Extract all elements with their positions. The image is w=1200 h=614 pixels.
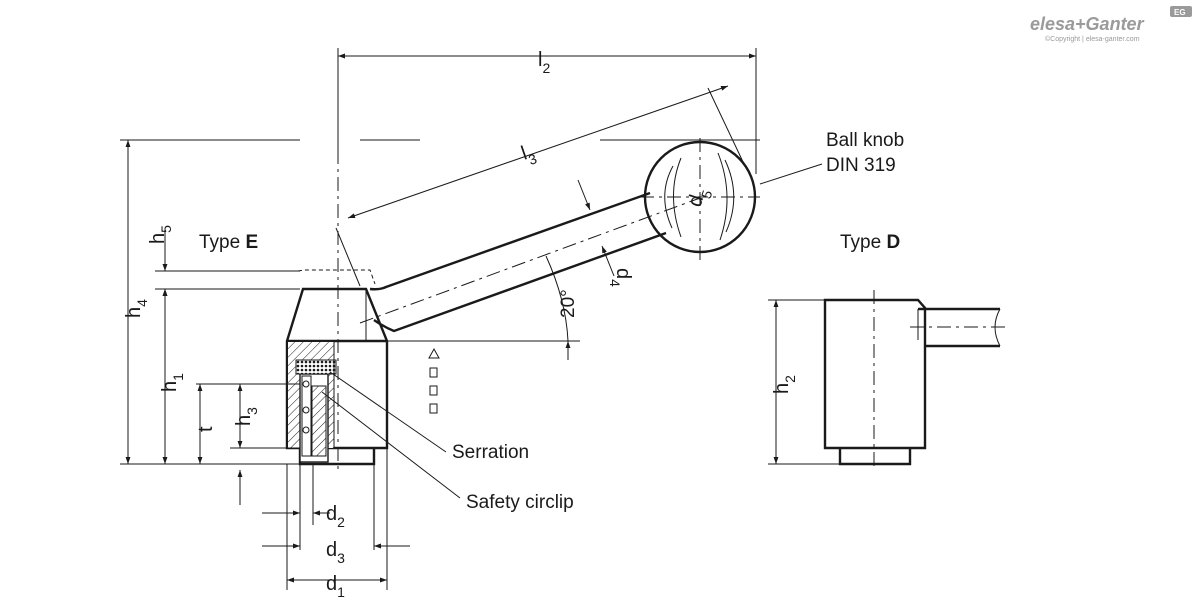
adjust-symbols [428,347,440,414]
svg-text:Safety circlip: Safety circlip [466,492,574,513]
brand-name: elesa+Ganter [1030,14,1145,34]
svg-text:h4: h4 [123,299,150,318]
brand-badge-text: EG [1174,8,1186,17]
type-e-body [285,269,389,466]
brand-copyright: ©Copyright | elesa-ganter.com [1045,35,1140,43]
dimension-l3: l3 [335,85,745,287]
svg-text:h2: h2 [771,375,798,394]
svg-text:l3: l3 [518,140,539,170]
svg-text:d3: d3 [326,539,345,566]
svg-text:h3: h3 [233,407,260,426]
svg-text:d1: d1 [326,573,345,600]
dimension-h5: h5 [147,225,300,310]
ball-knob-callout: Ball knob DIN 319 [759,130,904,185]
svg-text:t: t [195,426,217,432]
type-d-label: Type D [840,232,900,253]
dimension-l2: l2 [338,48,757,174]
safety-circlip-callout: Safety circlip [321,391,574,513]
dimension-d5: d5 [684,185,716,212]
dimension-d-group: d2 d3 d1 [262,448,410,600]
dimension-h2: h2 [768,299,840,465]
svg-text:h5: h5 [147,225,174,244]
dimension-h3: h3 [196,383,300,449]
svg-text:d2: d2 [326,503,345,530]
svg-text:DIN 319: DIN 319 [826,155,896,176]
angle-20: 20° [386,255,580,360]
type-e-label: Type E [199,232,258,253]
svg-text:l2: l2 [538,49,550,76]
type-d-body [823,290,1005,470]
serration-callout: Serration [329,371,529,463]
brand-logo: elesa+Ganter EG ©Copyright | elesa-gante… [1030,6,1192,43]
svg-text:Serration: Serration [452,442,529,463]
svg-text:20°: 20° [558,289,579,318]
svg-text:h1: h1 [159,373,186,392]
svg-text:Ball knob: Ball knob [826,130,904,151]
dimension-t: t [195,384,243,505]
dimension-h1: h1 [159,289,186,464]
serration-coils [295,359,337,375]
dimension-h4: h4 [120,139,760,465]
svg-text:d4: d4 [607,268,634,287]
dimension-d4: d4 [577,179,634,287]
brand-badge [1170,6,1192,17]
